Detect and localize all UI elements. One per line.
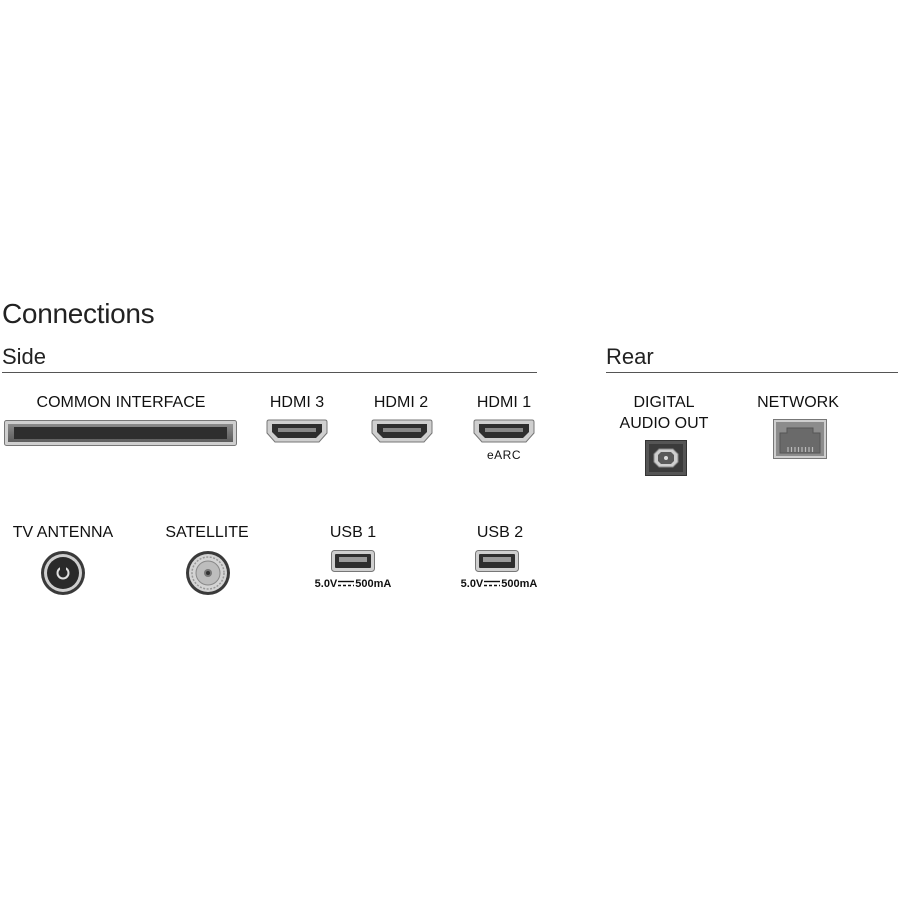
- optical-port-icon: [645, 440, 687, 476]
- common-interface-label: COMMON INTERFACE: [36, 394, 206, 411]
- digital-audio-out-label-line1: DIGITAL: [633, 394, 695, 411]
- satellite-label: SATELLITE: [165, 524, 249, 541]
- usb2-label: USB 2: [476, 524, 524, 541]
- hdmi2-label: HDMI 2: [373, 394, 429, 411]
- page-title: Connections: [2, 298, 155, 329]
- ethernet-port-icon: [773, 419, 827, 459]
- usb2-power-spec: 5.0V 500mA: [444, 578, 554, 590]
- coax-port-icon: [40, 550, 86, 596]
- usb1-power-spec: 5.0V 500mA: [298, 578, 408, 590]
- hdmi1-label: HDMI 1: [476, 394, 532, 411]
- hdmi3-label: HDMI 3: [269, 394, 325, 411]
- usb2-spec-current: 500mA: [501, 578, 538, 590]
- dc-symbol-icon: [484, 580, 501, 586]
- usb-port-icon: [475, 550, 519, 572]
- section-rear-heading: Rear: [606, 344, 654, 369]
- hdmi1-earc-sublabel: eARC: [486, 448, 521, 462]
- ci-slot-icon: [4, 420, 237, 446]
- section-rear-divider: [606, 372, 898, 373]
- network-label: NETWORK: [757, 394, 839, 411]
- section-side-divider: [2, 372, 537, 373]
- usb1-spec-voltage: 5.0V: [314, 578, 338, 590]
- hdmi-port-icon: [371, 418, 433, 444]
- f-connector-icon: [185, 550, 231, 596]
- hdmi-port-icon: [266, 418, 328, 444]
- tv-antenna-label: TV ANTENNA: [12, 524, 114, 541]
- usb1-label: USB 1: [329, 524, 377, 541]
- hdmi-port-icon: [473, 418, 535, 444]
- usb1-spec-current: 500mA: [355, 578, 392, 590]
- dc-symbol-icon: [338, 580, 355, 586]
- usb-port-icon: [331, 550, 375, 572]
- digital-audio-out-label-line2: AUDIO OUT: [619, 415, 709, 432]
- usb2-spec-voltage: 5.0V: [460, 578, 484, 590]
- section-side-heading: Side: [2, 344, 47, 369]
